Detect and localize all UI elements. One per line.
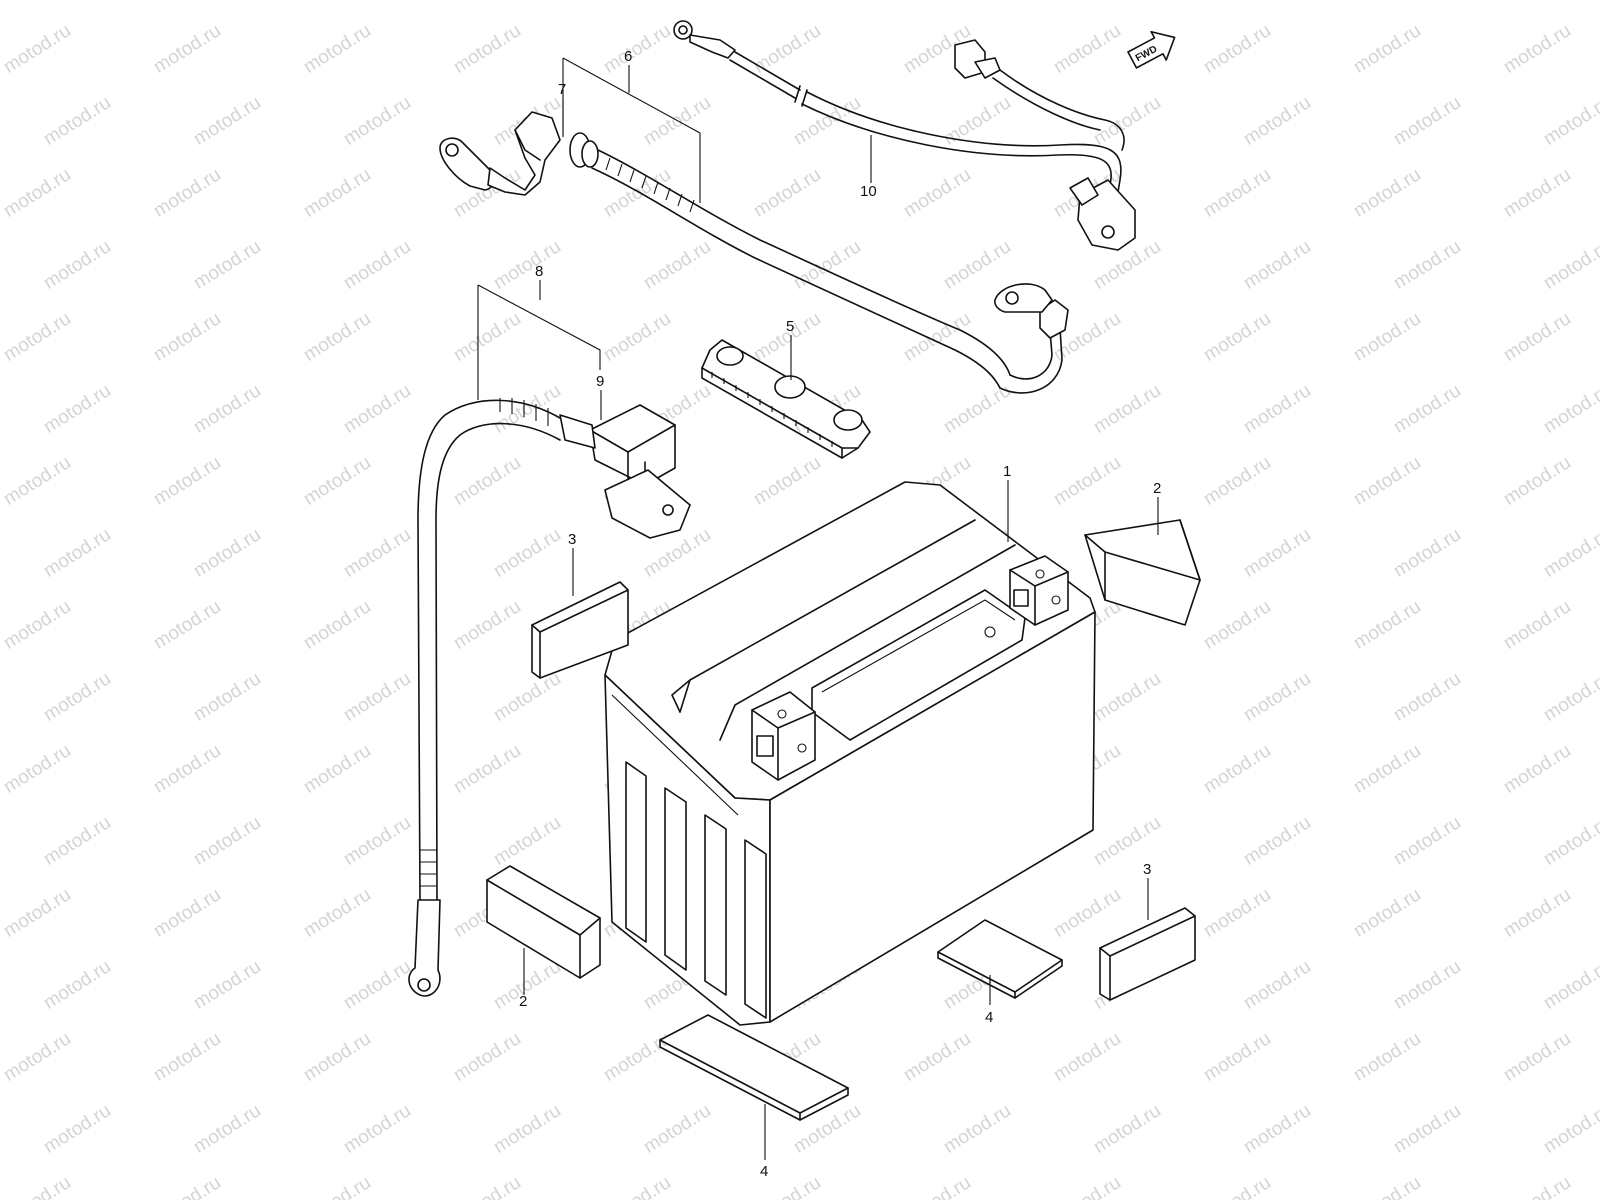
pad-bottom-center <box>659 1014 849 1121</box>
leader-lines <box>477 57 1159 1160</box>
spacer-bottom-left <box>486 865 601 979</box>
callout-3-top: 3 <box>568 531 576 548</box>
callouts: 1 2 2 3 3 4 4 5 6 7 8 9 10 <box>519 48 1161 1180</box>
battery-holder <box>701 339 871 459</box>
negative-cable <box>408 398 691 997</box>
callout-9: 9 <box>596 373 604 390</box>
fwd-arrow: FWD <box>1127 30 1176 69</box>
callout-4-center: 4 <box>760 1163 768 1180</box>
callout-8: 8 <box>535 263 543 280</box>
cushion-top-left <box>531 581 629 679</box>
positive-cable <box>439 111 1069 394</box>
callout-4-right: 4 <box>985 1009 993 1026</box>
callout-1: 1 <box>1003 463 1011 480</box>
callout-10: 10 <box>860 183 877 200</box>
cushion-bottom-right <box>1099 907 1196 1001</box>
spacer-top-right <box>1084 519 1201 626</box>
callout-5: 5 <box>786 318 794 335</box>
battery <box>604 481 1096 1026</box>
pad-bottom-right <box>937 919 1063 999</box>
callout-3-bottom: 3 <box>1143 861 1151 878</box>
callout-7: 7 <box>558 81 566 98</box>
ground-harness <box>673 20 1136 251</box>
callout-2-top: 2 <box>1153 480 1161 497</box>
callout-2-bottom: 2 <box>519 993 527 1010</box>
callout-6: 6 <box>624 48 632 65</box>
